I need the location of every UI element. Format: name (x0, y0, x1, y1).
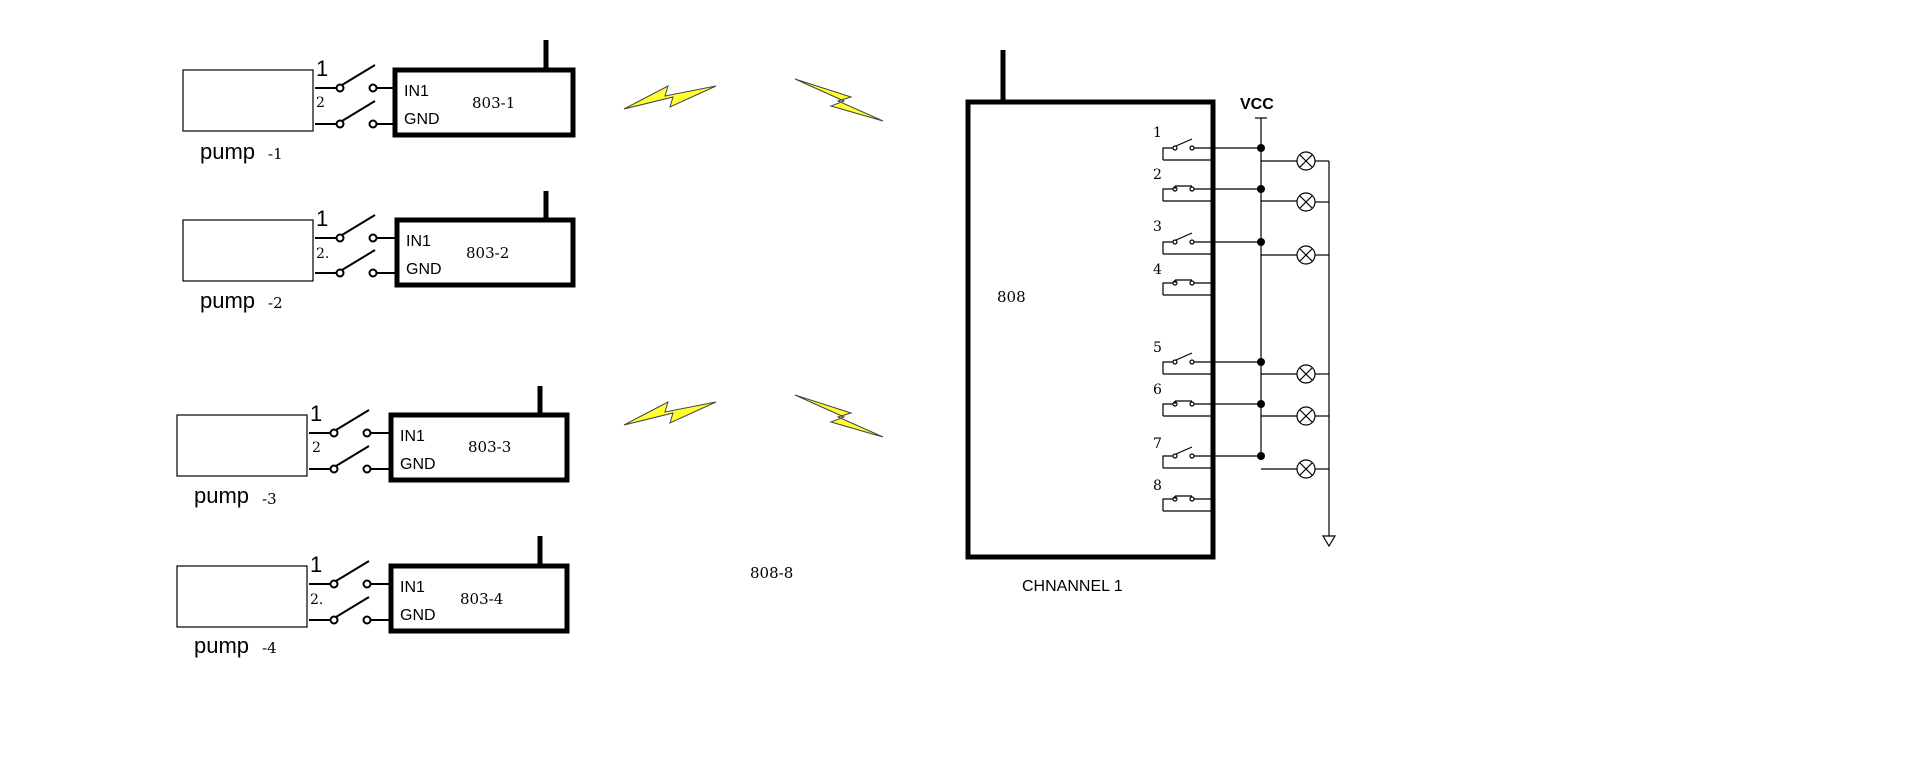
module-box (388, 412, 570, 483)
junction-dot (1257, 238, 1265, 246)
switch-icon (1162, 352, 1261, 375)
pin2-label: 2 (312, 440, 321, 456)
module-box (394, 217, 576, 288)
module-box (392, 67, 576, 138)
pump-unit-3: pump -3 1 2 IN1 GND 803-3 (176, 386, 570, 508)
junction-dot (1257, 400, 1265, 408)
channel-4: 4 (1153, 262, 1211, 296)
pin1-label: 1 (316, 56, 328, 81)
channel-number: 4 (1153, 262, 1162, 278)
pump-box (176, 414, 308, 477)
pump-box (182, 69, 314, 132)
in1-label: IN1 (406, 233, 431, 250)
pump-box (182, 219, 314, 282)
pump-suffix: -3 (262, 490, 277, 508)
junction-dot (1257, 185, 1265, 193)
lightning-bolt-icon (623, 401, 717, 426)
gnd-label: GND (400, 607, 436, 624)
switch-icon (315, 214, 396, 278)
switch-icon (1162, 400, 1261, 417)
lightning-bolt-icon (623, 85, 717, 110)
channel-number: 8 (1153, 478, 1162, 494)
channel-number: 2 (1153, 167, 1162, 183)
lamp-icon (1296, 245, 1316, 265)
junction-dot (1257, 358, 1265, 366)
lightning-bolt-icon (794, 394, 884, 438)
pin2-label: 2. (316, 246, 329, 262)
module-label: 803-4 (460, 590, 503, 608)
channel-1: 1 (1153, 125, 1329, 171)
module-label: 803-3 (468, 438, 511, 456)
junction-dot (1257, 452, 1265, 460)
channel-number: 3 (1153, 219, 1162, 235)
module-box (388, 563, 570, 634)
pin2-label: 2 (316, 95, 325, 111)
ground-icon (1321, 535, 1337, 548)
pump-label: pump (200, 288, 255, 313)
pump-label: pump (194, 483, 249, 508)
pump-unit-2: pump -2 1 2. IN1 GND 803-2 (182, 191, 576, 313)
in1-label: IN1 (400, 428, 425, 445)
junction-dot (1257, 144, 1265, 152)
system-label: 808-8 (750, 564, 793, 582)
switch-icon (315, 64, 394, 129)
module-label: 803-1 (472, 94, 515, 112)
pump-suffix: -4 (262, 639, 277, 657)
pump-unit-4: pump -4 1 2. IN1 GND 803-4 (176, 536, 570, 658)
pump-suffix: -1 (268, 145, 283, 163)
gnd-label: GND (404, 111, 440, 128)
pump-box (176, 565, 308, 628)
pin1-label: 1 (310, 552, 322, 577)
lamp-icon (1296, 364, 1316, 384)
pump-unit-1: pump -1 1 2 IN1 GND 803-1 (182, 40, 576, 164)
pump-label: pump (200, 139, 255, 164)
switch-icon (1162, 138, 1261, 161)
switch-icon (309, 409, 390, 474)
channel-6: 6 (1153, 382, 1329, 426)
pin2-label: 2. (310, 592, 323, 608)
lamp-icon (1296, 459, 1316, 479)
receiver-box (965, 99, 1216, 560)
channel-5: 5 (1153, 340, 1329, 384)
lamp-icon (1296, 151, 1316, 171)
channel-caption: CHNANNEL 1 (1022, 578, 1123, 595)
lightning-bolt-icon (794, 78, 884, 122)
channel-number: 7 (1153, 436, 1162, 452)
channel-number: 1 (1153, 125, 1162, 141)
gnd-label: GND (406, 261, 442, 278)
channel-number: 5 (1153, 340, 1162, 356)
pin1-label: 1 (316, 206, 328, 231)
switch-icon (1162, 232, 1261, 255)
in1-label: IN1 (404, 83, 429, 100)
switch-icon (309, 560, 390, 625)
receiver-label: 808 (997, 288, 1026, 306)
switch-icon (1162, 495, 1211, 512)
switch-icon (1162, 185, 1261, 202)
switch-icon (1162, 446, 1261, 469)
in1-label: IN1 (400, 579, 425, 596)
pin1-label: 1 (310, 401, 322, 426)
channel-8: 8 (1153, 478, 1211, 512)
gnd-label: GND (400, 456, 436, 473)
lamp-icon (1296, 406, 1316, 426)
pump-suffix: -2 (268, 294, 283, 312)
channel-3: 3 (1153, 219, 1329, 265)
pump-label: pump (194, 633, 249, 658)
channel-2: 2 (1153, 167, 1329, 212)
receiver-808: 808 CHNANNEL 1 VCC 1 (965, 50, 1337, 595)
module-label: 803-2 (466, 244, 509, 262)
lamp-icon (1296, 192, 1316, 212)
switch-icon (1162, 279, 1211, 296)
channel-number: 6 (1153, 382, 1162, 398)
channel-7: 7 (1153, 436, 1329, 479)
vcc-label: VCC (1240, 96, 1274, 113)
